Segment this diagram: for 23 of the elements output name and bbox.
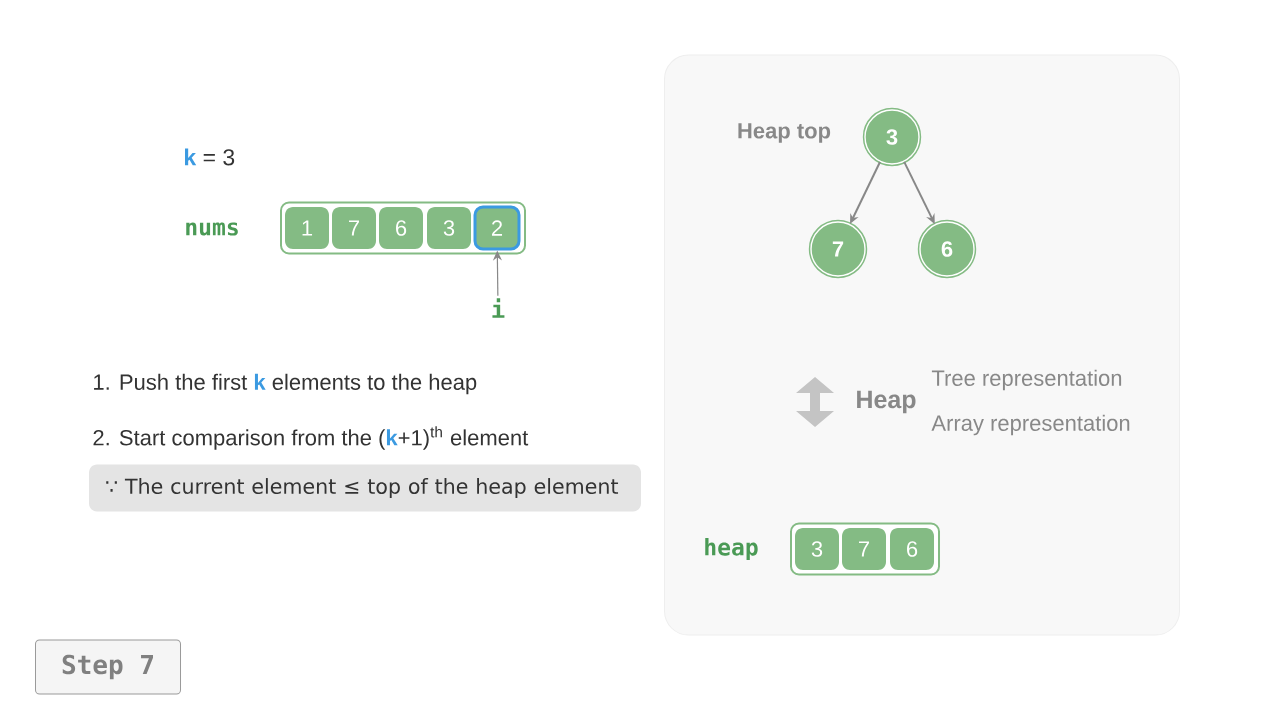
text-label: Tree representation [931,369,1122,391]
array-name-label: heap [705,537,758,561]
array-cell: 2 [473,205,521,251]
tree-node: 7 [808,219,868,279]
array-name-label: Heap top [738,123,831,143]
array-cell: 7 [332,207,376,249]
pointer-label: i [492,298,505,318]
array-cell: 3 [795,528,839,570]
array-cell: 3 [427,207,471,249]
text-label: k = 3 [185,148,235,166]
tree-node: 6 [917,219,977,279]
note-box: ∵ The current element ≤ top of the heap element [89,464,641,512]
array-name-label: nums [186,222,238,236]
array-cell: 1 [285,207,329,249]
text-label: 1. Push the first k elements to the heap [94,373,477,395]
array-cell: 6 [379,207,423,249]
step-button: Step 7 [35,639,181,695]
text-label: Array representation [931,414,1130,436]
panel-background [664,54,1180,636]
text-label: Heap [857,390,916,414]
array-cell: 7 [842,528,886,570]
array-cell: 6 [890,528,934,570]
tree-node: 3 [862,107,922,167]
